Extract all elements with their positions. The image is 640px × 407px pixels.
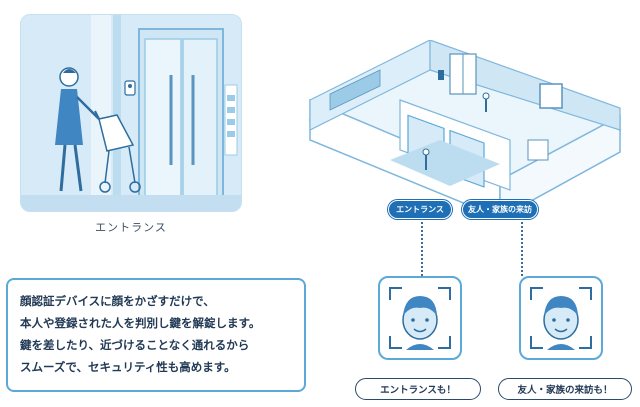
- building-illustration: [300, 39, 630, 240]
- scene-caption: エントランス: [95, 221, 167, 234]
- entrance-face-frame: [378, 276, 462, 360]
- building-drawing: [308, 39, 622, 220]
- visitor-connector: [521, 222, 523, 276]
- description-line: スムーズで、セキュリティ性も高めます。: [20, 360, 236, 374]
- description-line: 顔認証デバイスに顔をかざすだけで、: [20, 294, 215, 308]
- visitor-face-frame: [519, 276, 603, 360]
- description-line: 本人や登録された人を判別し鍵を解錠します。: [20, 316, 261, 330]
- entrance-connector: [421, 222, 423, 276]
- entrance-scene-illustration: [20, 14, 242, 212]
- entrance-tag: エントランス: [388, 200, 452, 219]
- visitor-pill: 友人・家族の来訪も！: [498, 378, 632, 400]
- face-recognition-icon: [530, 287, 592, 350]
- face-recognition-icon: [389, 287, 451, 350]
- description-line: 鍵を差したり、近づけることなく通れるから: [20, 338, 250, 352]
- visitor-tag: 友人・家族の来訪: [462, 200, 538, 219]
- description-box: 顔認証デバイスに顔をかざすだけで、 本人や登録された人を判別し鍵を解錠します。 …: [6, 278, 306, 392]
- entrance-scene-drawing: [21, 15, 241, 211]
- entrance-pill: エントランスも！: [355, 378, 481, 400]
